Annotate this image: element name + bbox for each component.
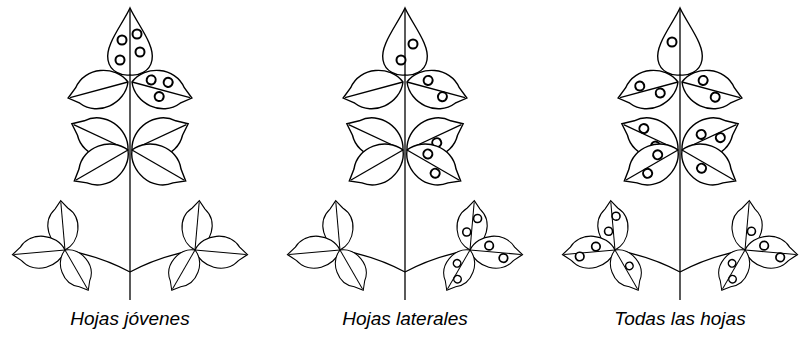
caption-label: Hojas jóvenes: [70, 308, 189, 331]
plant-young: [11, 8, 249, 300]
plant-lateral: [286, 8, 524, 300]
plant-all: [561, 8, 799, 300]
caption-label: Hojas laterales: [342, 308, 468, 331]
caption-label: Todas las hojas: [614, 308, 745, 331]
